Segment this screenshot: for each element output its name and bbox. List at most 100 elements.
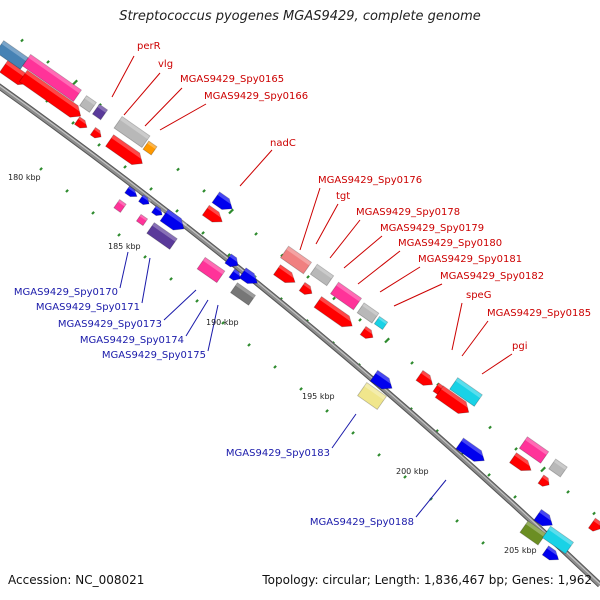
gene-arrow — [105, 134, 147, 166]
gene-block — [329, 281, 363, 311]
gene-block-shine — [84, 95, 97, 106]
forward-gene-label-leader — [451, 302, 463, 351]
tick-mark — [91, 211, 95, 215]
gene-block-shine — [548, 526, 574, 546]
gene-block-shine — [525, 520, 547, 537]
gene-block-shine — [553, 459, 568, 470]
forward-gene-label: MGAS9429_Spy0185 — [487, 308, 591, 319]
gene-block — [449, 377, 483, 407]
gene-arrow-shape — [541, 545, 560, 561]
gene-arrow-shape — [73, 116, 88, 129]
gene-arrow-shape — [228, 268, 241, 281]
forward-gene-label-leader — [144, 87, 183, 127]
gene-block-shine — [455, 377, 483, 399]
tick-mark — [195, 299, 199, 303]
tick-mark — [123, 165, 127, 169]
tick-mark — [65, 189, 69, 193]
tick-mark — [403, 475, 407, 479]
backbone-highlight — [0, 85, 600, 585]
gene-arrow — [541, 545, 562, 561]
reverse-gene-label-leader — [163, 289, 197, 321]
gene-block — [279, 245, 313, 275]
gene-block-shape — [113, 199, 127, 213]
gene-block-shine — [315, 264, 334, 279]
forward-gene-label-leader — [393, 283, 443, 307]
gene-arrow-shape — [138, 194, 150, 205]
gene-arrow-shape — [105, 134, 143, 166]
gene-block-shine — [202, 257, 225, 275]
gene-arrow — [124, 185, 140, 198]
genome-summary-text: Topology: circular; Length: 1,836,467 bp… — [262, 573, 592, 587]
tick-mark — [202, 189, 206, 193]
tick-mark — [306, 275, 310, 279]
gene-arrow-shine — [278, 264, 299, 281]
gene-arrow — [211, 191, 236, 210]
gene-arrow-shape — [455, 437, 485, 462]
gene-block-shape — [113, 115, 151, 149]
gene-arrow — [224, 253, 242, 268]
gene-arrow-shine — [217, 191, 236, 207]
tick-mark — [228, 208, 234, 215]
kbp-label: 185 kbp — [108, 242, 141, 251]
reverse-gene-label: MGAS9429_Spy0174 — [80, 335, 184, 346]
tick-mark — [39, 167, 43, 171]
gene-block-shape — [519, 520, 547, 546]
tick-mark — [487, 473, 491, 477]
gene-block — [357, 382, 387, 410]
gene-block — [519, 520, 547, 546]
gene-arrow-shape — [369, 369, 393, 390]
tick-mark — [176, 167, 180, 172]
gene-block-shape — [309, 263, 335, 287]
tick-mark — [377, 453, 381, 457]
tick-mark — [332, 296, 336, 301]
tick-mark — [221, 321, 225, 325]
reverse-gene-label-leader — [415, 479, 447, 518]
gene-arrow — [415, 369, 436, 386]
gene-block-shape — [279, 245, 313, 275]
gene-arrow-shine — [420, 370, 436, 383]
gene-block-shape — [229, 282, 257, 306]
tick-mark — [358, 318, 362, 322]
gene-block-shine — [364, 382, 387, 400]
gene-arrow-shape — [272, 264, 296, 284]
gene-arrow-shine — [111, 134, 147, 161]
gene-arrow-shine — [364, 326, 376, 336]
reverse-gene-label-leader — [185, 299, 209, 337]
tick-mark — [97, 143, 101, 147]
gene-block — [196, 256, 226, 284]
gene-block-shape — [548, 458, 568, 478]
gene-arrow-shape — [537, 474, 550, 487]
gene-arrow — [587, 517, 600, 532]
gene-arrow-shape — [159, 208, 185, 231]
forward-gene-label: MGAS9429_Spy0165 — [180, 74, 284, 85]
gene-block — [518, 436, 550, 464]
gene-arrow-shape — [124, 185, 138, 198]
gene-block — [91, 103, 109, 121]
reverse-gene-label: MGAS9429_Spy0171 — [36, 302, 140, 313]
gene-block-shine — [1, 40, 29, 62]
gene-arrow-shine — [461, 438, 489, 459]
gene-block-shine — [525, 436, 549, 455]
gene-arrow-shape — [434, 385, 470, 414]
reverse-gene-label: MGAS9429_Spy0188 — [310, 517, 414, 528]
tick-mark — [410, 361, 414, 365]
tick-mark — [254, 232, 258, 236]
gene-arrow-shape — [508, 452, 532, 472]
gene-arrow-shine — [94, 127, 104, 136]
gene-block — [309, 263, 335, 287]
tick-mark — [143, 255, 147, 259]
reverse-gene-label-leader — [119, 251, 129, 289]
reverse-gene-label: MGAS9429_Spy0183 — [226, 448, 330, 459]
gene-arrow-shape — [359, 325, 374, 339]
gene-arrow — [455, 437, 489, 462]
label-leader-lines — [111, 55, 513, 518]
gene-block — [113, 199, 127, 213]
gene-block — [229, 282, 257, 306]
tick-mark — [592, 511, 596, 516]
gene-arrow — [238, 267, 261, 284]
gene-arrow-shine — [542, 475, 552, 484]
forward-gene-label-leader — [481, 353, 513, 375]
tick-mark — [149, 187, 153, 191]
gene-arrow-shape — [238, 267, 258, 284]
